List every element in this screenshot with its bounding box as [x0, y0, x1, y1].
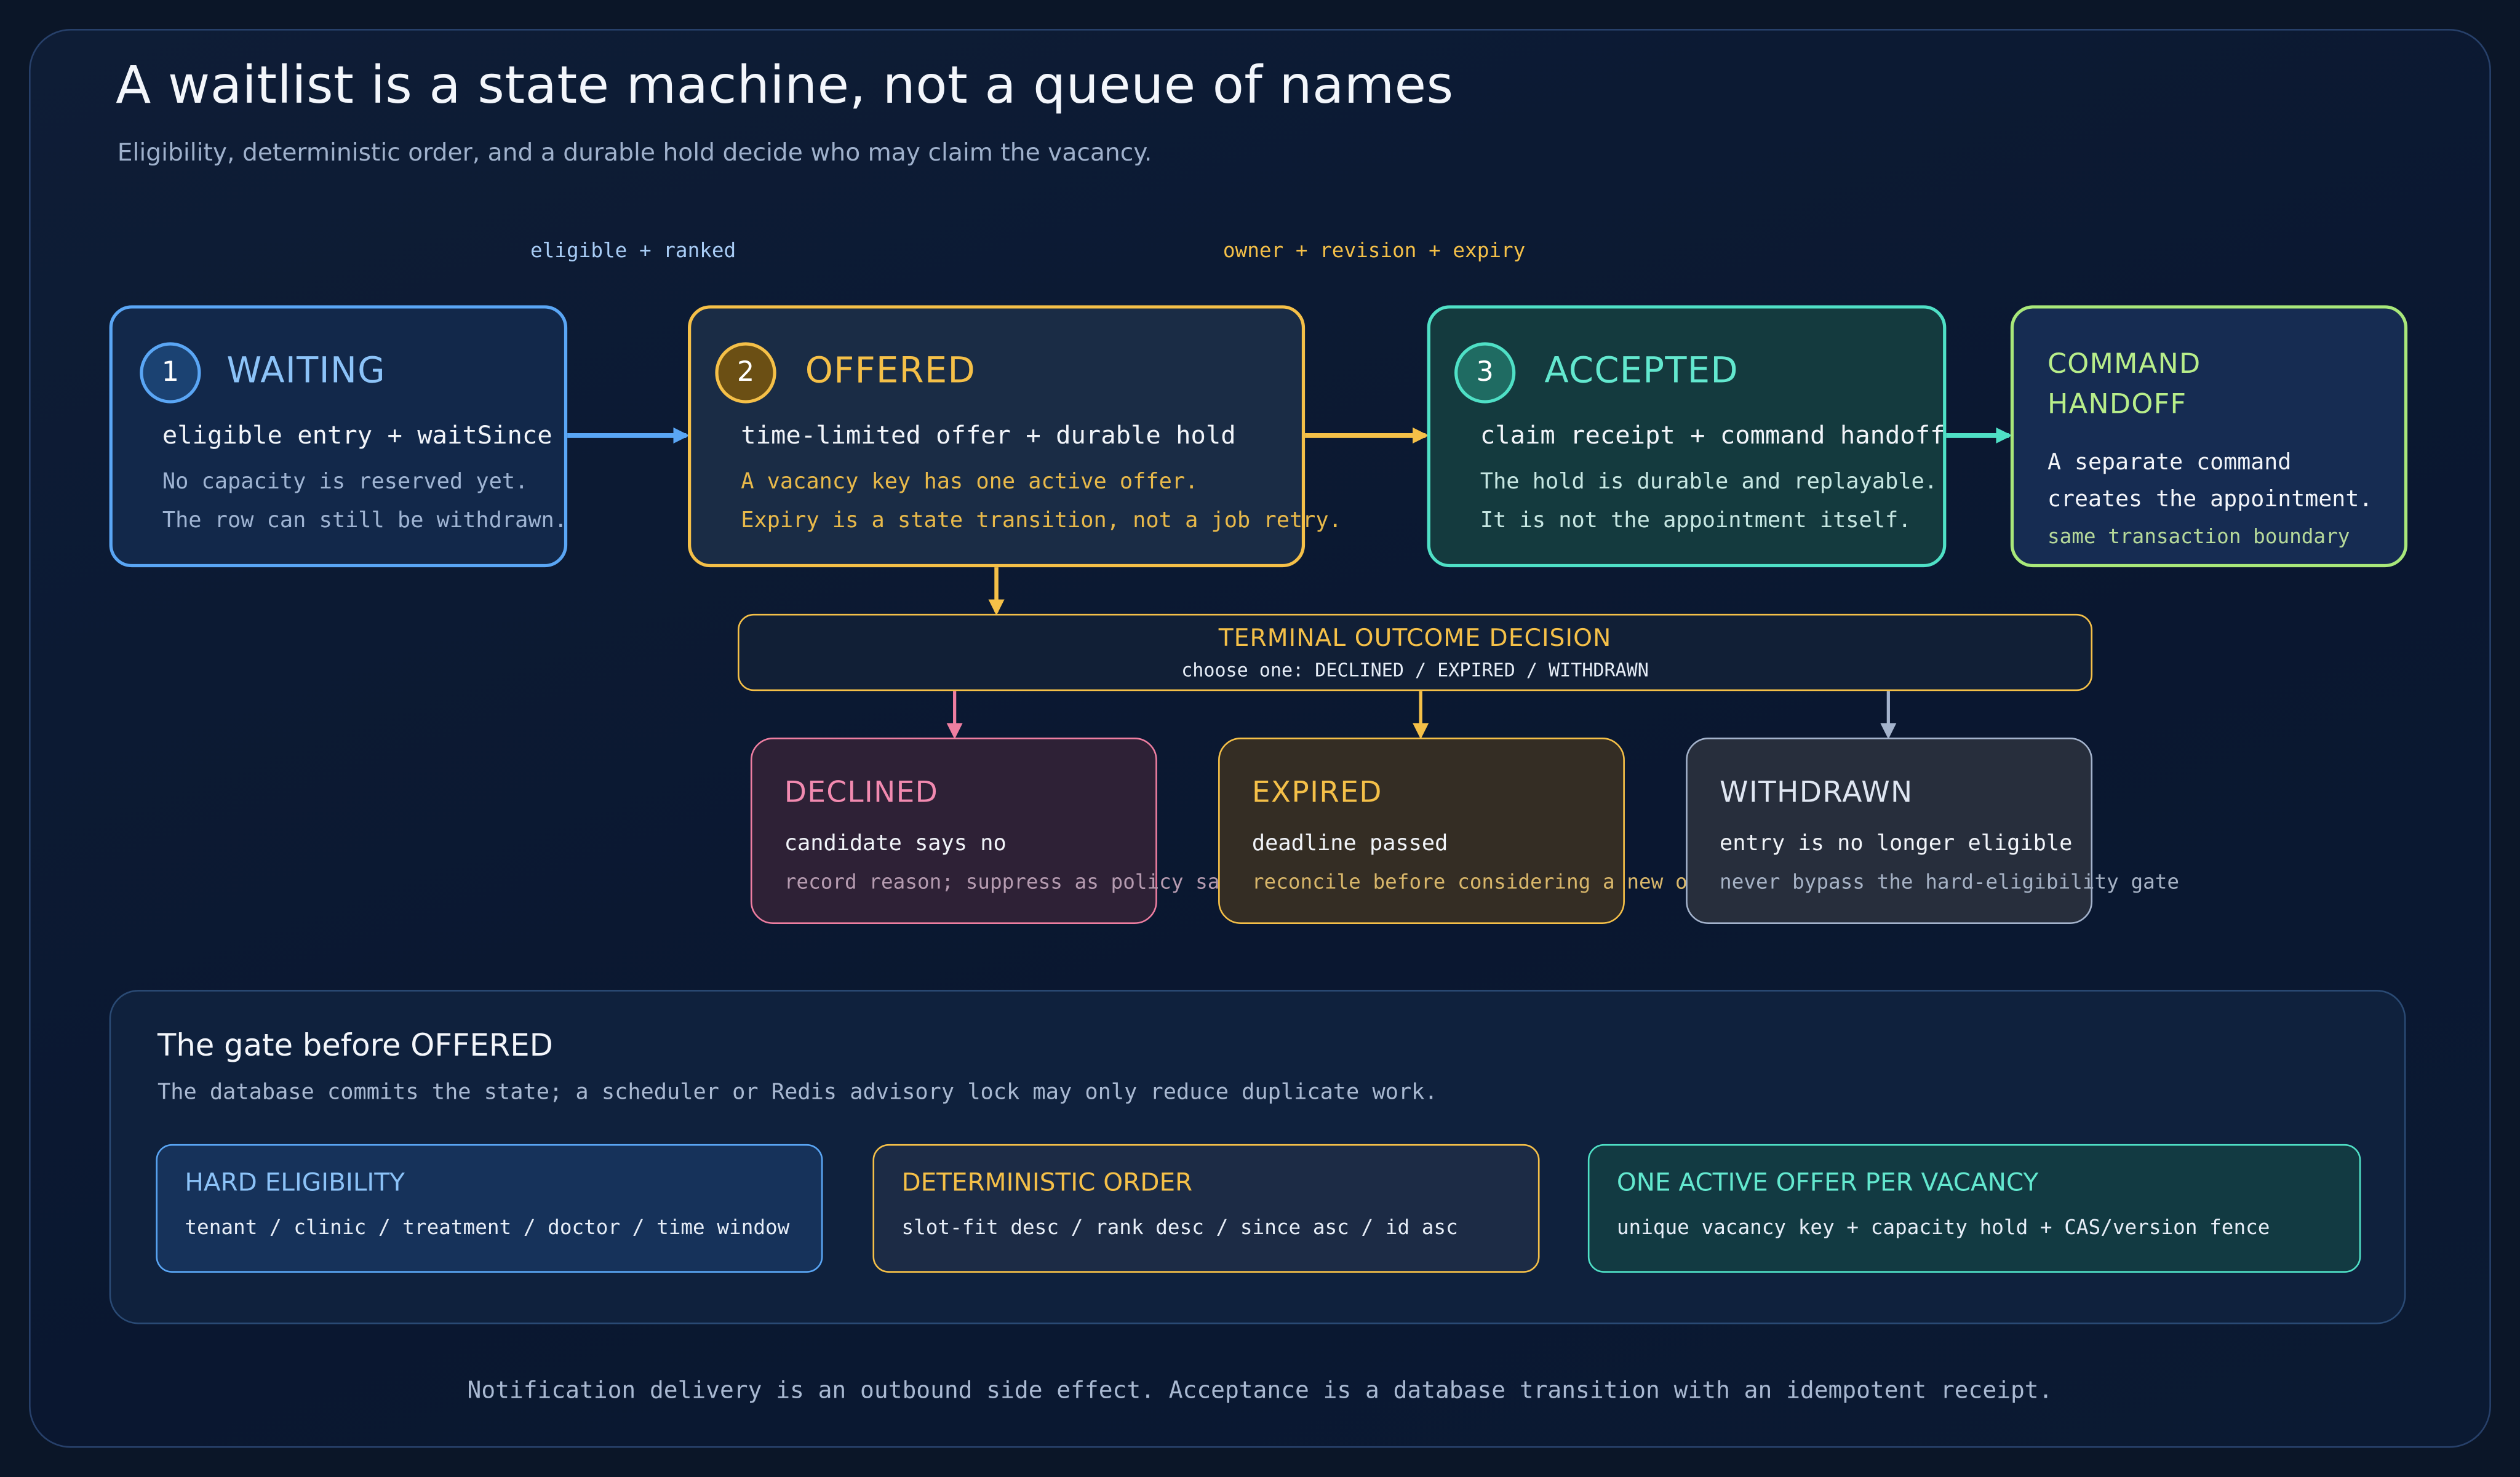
- gate-item-title: DETERMINISTIC ORDER: [901, 1168, 1193, 1198]
- state-headline: eligible entry + waitSince: [162, 421, 552, 450]
- edge-label-waiting-offered: eligible + ranked: [530, 237, 736, 262]
- decision-subtitle: choose one: DECLINED / EXPIRED / WITHDRA…: [1181, 659, 1649, 682]
- state-number-badge: 2: [715, 342, 776, 404]
- decision-title: TERMINAL OUTCOME DECISION: [1218, 623, 1612, 653]
- gate-title: The gate before OFFERED: [157, 1028, 553, 1064]
- edge-label-offered-accepted: owner + revision + expiry: [1222, 237, 1526, 262]
- state-detail: The hold is durable and replayable.: [1480, 469, 1937, 495]
- outcome-note: reconcile before considering a new offer: [1251, 869, 1736, 894]
- state-detail: It is not the appointment itself.: [1480, 508, 1912, 534]
- outcome-headline: entry is no longer eligible: [1720, 830, 2073, 857]
- gate-item-hard-eligibility: HARD ELIGIBILITY tenant / clinic / treat…: [156, 1144, 823, 1273]
- state-detail: A vacancy key has one active offer.: [741, 469, 1198, 495]
- state-card-accepted: 3 ACCEPTED claim receipt + command hando…: [1427, 305, 1947, 568]
- state-headline: time-limited offer + durable hold: [741, 421, 1236, 450]
- state-name: ACCEPTED: [1544, 352, 1739, 392]
- gate-item-body: tenant / clinic / treatment / doctor / t…: [185, 1214, 790, 1240]
- gate-item-one-active-offer: ONE ACTIVE OFFER PER VACANCY unique vaca…: [1587, 1144, 2361, 1273]
- gate-item-title: HARD ELIGIBILITY: [185, 1168, 405, 1198]
- outcome-name: DECLINED: [784, 776, 939, 810]
- state-card-waiting: 1 WAITING eligible entry + waitSince No …: [109, 305, 568, 568]
- gate-item-deterministic-order: DETERMINISTIC ORDER slot-fit desc / rank…: [872, 1144, 1540, 1273]
- outcome-card-expired: EXPIRED deadline passed reconcile before…: [1218, 737, 1736, 925]
- gate-item-title: ONE ACTIVE OFFER PER VACANCY: [1616, 1168, 2039, 1198]
- gate-item-body: slot-fit desc / rank desc / since asc / …: [901, 1214, 1458, 1240]
- state-card-command-handoff: COMMAND HANDOFF A separate command creat…: [2010, 305, 2408, 568]
- state-name: WAITING: [226, 352, 386, 392]
- outcome-note: record reason; suppress as policy says: [784, 869, 1244, 894]
- state-detail: Expiry is a state transition, not a job …: [741, 508, 1342, 534]
- gate-item-body: unique vacancy key + capacity hold + CAS…: [1616, 1214, 2270, 1240]
- outcome-headline: candidate says no: [784, 830, 1007, 857]
- outcome-name: EXPIRED: [1251, 776, 1382, 810]
- outcome-card-declined: DECLINED candidate says no record reason…: [750, 737, 1244, 925]
- state-detail: No capacity is reserved yet.: [162, 469, 528, 495]
- outcome-card-withdrawn: WITHDRAWN entry is no longer eligible ne…: [1686, 737, 2179, 925]
- outcome-note: never bypass the hard-eligibility gate: [1720, 869, 2180, 894]
- state-number-badge: 1: [140, 342, 201, 404]
- state-detail: The row can still be withdrawn.: [162, 508, 568, 534]
- handoff-detail: A separate command: [2047, 450, 2292, 476]
- state-name: OFFERED: [805, 352, 976, 392]
- gate-panel: The gate before OFFERED The database com…: [109, 990, 2406, 1324]
- handoff-note: same transaction boundary: [2047, 524, 2350, 548]
- page-title: A waitlist is a state machine, not a que…: [116, 54, 1454, 116]
- gate-subtitle: The database commits the state; a schedu…: [157, 1080, 1438, 1106]
- handoff-name-line1: COMMAND: [2047, 348, 2201, 381]
- handoff-name-line2: HANDOFF: [2047, 389, 2187, 421]
- footer-note: Notification delivery is an outbound sid…: [467, 1379, 2053, 1405]
- state-card-offered: 2 OFFERED time-limited offer + durable h…: [688, 305, 1342, 568]
- handoff-detail: creates the appointment.: [2047, 487, 2373, 513]
- page-subtitle: Eligibility, deterministic order, and a …: [117, 138, 1152, 167]
- outcome-name: WITHDRAWN: [1720, 776, 1913, 810]
- state-number-badge: 3: [1454, 342, 1516, 404]
- state-headline: claim receipt + command handoff: [1480, 421, 1945, 450]
- outcome-headline: deadline passed: [1251, 830, 1448, 857]
- terminal-outcome-decision: TERMINAL OUTCOME DECISION choose one: DE…: [737, 613, 2093, 691]
